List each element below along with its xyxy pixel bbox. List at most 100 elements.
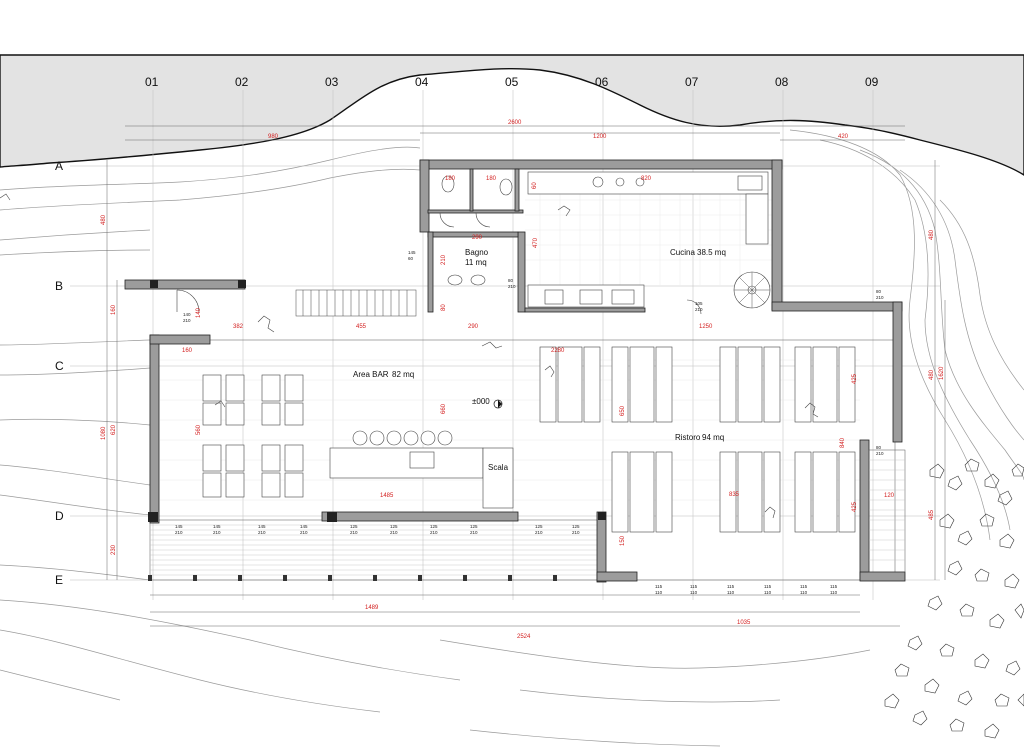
dim-left-160: 160 <box>111 304 117 315</box>
room-ristoro-area: 94 mq <box>702 433 724 442</box>
dim-820: 820 <box>641 176 652 182</box>
grid-label-03: 03 <box>325 75 339 89</box>
svg-text:115: 115 <box>727 584 735 589</box>
dim-left-1080: 1080 <box>101 426 107 440</box>
svg-text:145: 145 <box>213 524 221 529</box>
contour-lines <box>0 129 1024 747</box>
dim-1200: 1200 <box>593 134 607 140</box>
grid-label-C: C <box>55 359 64 373</box>
dim-1250: 1250 <box>699 324 713 330</box>
svg-text:110: 110 <box>800 590 808 595</box>
svg-text:115: 115 <box>690 584 698 589</box>
dimension-lines <box>106 125 946 627</box>
svg-text:110: 110 <box>655 590 663 595</box>
dim-470: 470 <box>533 237 539 248</box>
svg-text:115: 115 <box>655 584 663 589</box>
bar-tables <box>202 374 304 498</box>
svg-text:110: 110 <box>830 590 838 595</box>
svg-text:125: 125 <box>350 524 358 529</box>
columns <box>148 280 606 522</box>
grid-label-B: B <box>55 279 63 293</box>
dim-420: 420 <box>838 134 849 140</box>
entrance-steps <box>295 289 417 317</box>
dim-right-1620: 1620 <box>939 366 945 380</box>
room-cucina-name: Cucina <box>670 248 695 257</box>
dim-382: 382 <box>233 324 244 330</box>
stair-label: Scala <box>488 463 509 472</box>
grid-label-09: 09 <box>865 75 879 89</box>
svg-text:210: 210 <box>183 318 191 323</box>
dim-210: 210 <box>441 254 447 265</box>
grid-label-04: 04 <box>415 75 429 89</box>
svg-text:210: 210 <box>470 530 478 535</box>
room-bar-area: 82 mq <box>392 370 414 379</box>
dim-left-230: 230 <box>111 544 117 555</box>
dim-180b: 180 <box>486 176 497 182</box>
level-label: ±000 <box>472 397 490 406</box>
svg-text:210: 210 <box>572 530 580 535</box>
svg-text:140: 140 <box>183 312 191 317</box>
dim-425b: 425 <box>852 501 858 512</box>
grid-label-05: 05 <box>505 75 519 89</box>
dim-1035: 1035 <box>737 620 751 626</box>
ristoro-tables <box>539 346 856 533</box>
svg-text:80: 80 <box>876 289 882 294</box>
svg-text:110: 110 <box>690 590 698 595</box>
dim-right-480: 480 <box>929 229 935 240</box>
svg-text:210: 210 <box>175 530 183 535</box>
dim-150: 150 <box>620 535 626 546</box>
grid-column-labels: 01 02 03 04 05 06 07 08 09 <box>145 75 879 89</box>
dim-2600: 2600 <box>508 120 522 126</box>
grid-label-E: E <box>55 573 63 587</box>
svg-text:210: 210 <box>876 295 884 300</box>
dim-160: 160 <box>182 348 193 354</box>
walls <box>124 159 906 583</box>
room-bagno-area: 11 mq <box>465 258 487 267</box>
level-marker <box>493 399 503 409</box>
dim-80: 80 <box>441 304 447 311</box>
svg-text:210: 210 <box>430 530 438 535</box>
dim-140: 140 <box>196 307 202 318</box>
bar-counter <box>329 430 514 509</box>
dim-right-485: 485 <box>929 509 935 520</box>
svg-text:115: 115 <box>830 584 838 589</box>
svg-text:80: 80 <box>508 278 514 283</box>
svg-text:60: 60 <box>408 256 414 261</box>
side-ramp <box>868 449 906 573</box>
dim-290a: 290 <box>468 324 479 330</box>
terrace-posts <box>148 575 557 581</box>
dim-980: 980 <box>268 134 279 140</box>
dim-1489: 1489 <box>365 605 379 611</box>
room-cucina-area: 38.5 mq <box>697 248 726 257</box>
svg-text:145: 145 <box>408 250 416 255</box>
svg-text:80: 80 <box>876 445 882 450</box>
svg-text:210: 210 <box>695 307 703 312</box>
svg-text:110: 110 <box>764 590 772 595</box>
dim-180a: 180 <box>445 176 456 182</box>
svg-text:125: 125 <box>572 524 580 529</box>
kitchen-tiles <box>525 190 775 285</box>
spiral-stair <box>733 271 771 309</box>
grid-row-labels: A B C D E <box>55 159 64 587</box>
dim-840: 840 <box>840 437 846 448</box>
svg-text:210: 210 <box>535 530 543 535</box>
grid-label-07: 07 <box>685 75 699 89</box>
terrace-deck <box>150 524 600 576</box>
tree-canopy <box>884 458 1024 739</box>
svg-text:210: 210 <box>350 530 358 535</box>
grid-label-D: D <box>55 509 64 523</box>
grid-label-02: 02 <box>235 75 249 89</box>
svg-text:145: 145 <box>258 524 266 529</box>
svg-text:110: 110 <box>727 590 735 595</box>
dim-835: 835 <box>729 492 740 498</box>
dim-left-620: 620 <box>111 424 117 435</box>
dim-120: 120 <box>884 493 895 499</box>
terrain-top <box>0 54 1024 176</box>
svg-text:145: 145 <box>300 524 308 529</box>
dim-60: 60 <box>532 182 538 189</box>
svg-text:105: 105 <box>695 301 703 306</box>
dim-425a: 425 <box>852 373 858 384</box>
svg-text:210: 210 <box>258 530 266 535</box>
